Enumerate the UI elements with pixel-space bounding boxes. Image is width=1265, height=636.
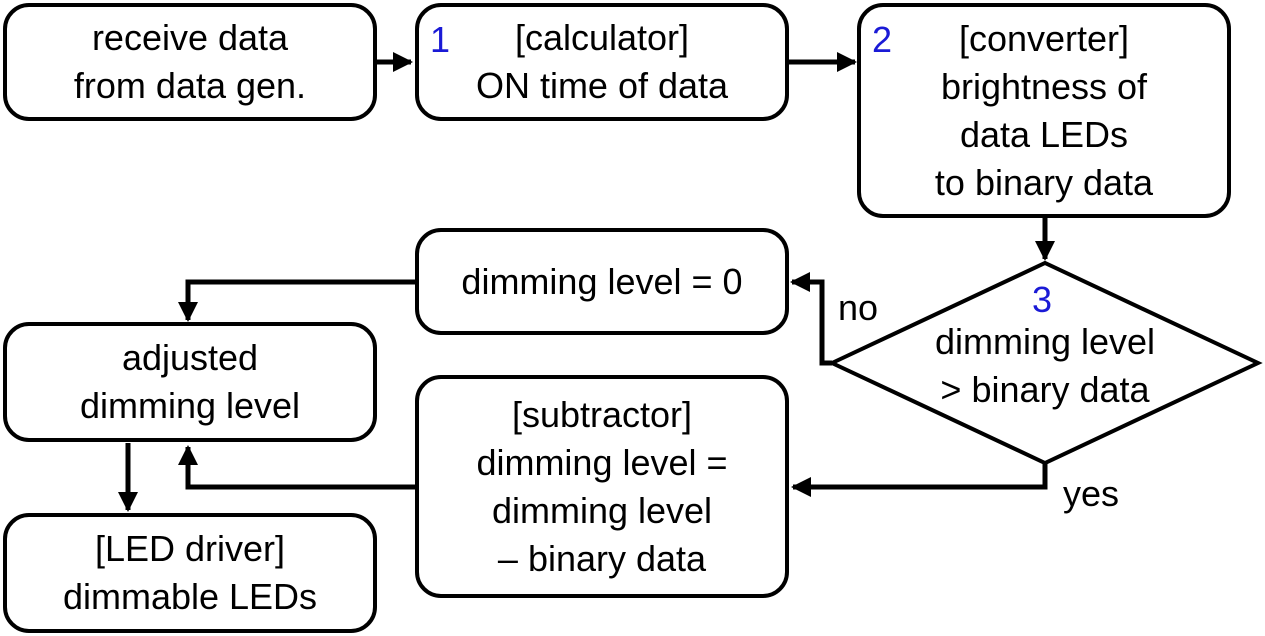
decision-line-2: > binary data bbox=[940, 369, 1150, 410]
calculator-box: [calculator] ON time of data bbox=[415, 3, 789, 121]
dimming-zero-box: dimming level = 0 bbox=[415, 228, 789, 335]
calculator-line-2: ON time of data bbox=[475, 65, 729, 106]
edge-label-yes: yes bbox=[1063, 473, 1120, 514]
led-driver-line-1: [LED driver] bbox=[94, 528, 286, 569]
decision-text: dimming level > binary data bbox=[882, 318, 1208, 414]
step-number-1: 1 bbox=[430, 19, 451, 60]
led-driver-box: [LED driver] dimmable LEDs bbox=[3, 513, 377, 633]
decision-line-1: dimming level bbox=[934, 321, 1156, 362]
arrow-decision-no-to-dim-zero bbox=[790, 272, 832, 366]
subtractor-line-3: dimming level bbox=[491, 489, 713, 531]
subtractor-box: [subtractor] dimming level = dimming lev… bbox=[415, 375, 789, 598]
converter-line-1: [converter] bbox=[958, 17, 1130, 59]
subtractor-line-4: – binary data bbox=[497, 537, 707, 579]
arrow-decision-yes-to-subtractor bbox=[791, 463, 1048, 497]
dimming-zero-label: dimming level = 0 bbox=[461, 260, 743, 302]
adjusted-dimming-box: adjusted dimming level bbox=[3, 322, 377, 442]
receive-data-line-2: from data gen. bbox=[73, 65, 307, 106]
adjusted-line-2: dimming level bbox=[79, 385, 301, 426]
arrow-dim-zero-to-adjusted bbox=[178, 279, 415, 322]
led-driver-line-2: dimmable LEDs bbox=[62, 576, 318, 617]
converter-box: [converter] brightness of data LEDs to b… bbox=[857, 3, 1231, 218]
edge-label-no: no bbox=[838, 287, 879, 328]
converter-line-3: data LEDs bbox=[959, 113, 1129, 155]
converter-line-2: brightness of bbox=[940, 65, 1148, 107]
decision-diamond bbox=[827, 260, 1263, 466]
subtractor-line-2: dimming level = bbox=[476, 441, 728, 483]
arrow-subtractor-to-adjusted bbox=[178, 445, 415, 490]
subtractor-line-1: [subtractor] bbox=[511, 393, 693, 435]
receive-data-line-1: receive data bbox=[91, 17, 289, 58]
receive-data-box: receive data from data gen. bbox=[3, 3, 377, 121]
step-number-3: 3 bbox=[1032, 279, 1053, 320]
calculator-line-1: [calculator] bbox=[514, 17, 690, 58]
adjusted-line-1: adjusted bbox=[121, 337, 259, 378]
converter-line-4: to binary data bbox=[934, 161, 1154, 203]
step-number-2: 2 bbox=[872, 19, 893, 60]
